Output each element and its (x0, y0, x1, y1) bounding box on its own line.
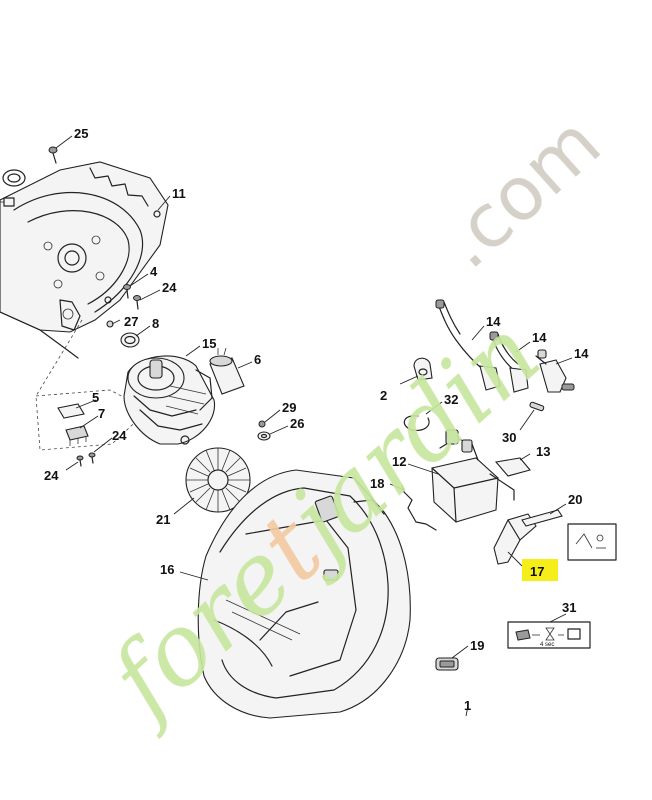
part-19-badge (435, 657, 459, 671)
callout-12: 12 (392, 454, 406, 469)
callout-19: 19 (470, 638, 484, 653)
callout-31: 31 (562, 600, 576, 615)
callout-20: 20 (568, 492, 582, 507)
part-24-screws-lower (76, 452, 96, 467)
callout-14-a: 14 (486, 314, 501, 329)
part-30-pin (529, 401, 545, 412)
part-14-plug-c (535, 349, 575, 393)
callout-24-left: 24 (44, 468, 59, 483)
part-14-harness-a (435, 299, 501, 391)
part-4-screw (123, 284, 131, 299)
callout-24-right: 24 (112, 428, 127, 443)
grommet-top-left (2, 169, 26, 187)
part-21-fan-impeller (185, 447, 251, 513)
part-25-screw (48, 146, 58, 164)
callout-32: 32 (444, 392, 458, 407)
part-14-harness-b (489, 331, 529, 393)
callout-5: 5 (92, 390, 99, 405)
callout-7: 7 (98, 406, 105, 421)
part-15-motor (123, 355, 216, 445)
callout-16: 16 (160, 562, 174, 577)
callout-11: 11 (172, 186, 186, 201)
part-32-clip-ring (403, 415, 430, 431)
part-17-lever (493, 513, 537, 565)
callout-14-b: 14 (532, 330, 547, 345)
part-16-main-shroud (197, 469, 411, 719)
part-12-control-box (431, 429, 515, 523)
screw-top-left (0, 197, 15, 207)
callout-17: 17 (530, 564, 544, 579)
callout-14-c: 14 (574, 346, 589, 361)
callout-27: 27 (124, 314, 138, 329)
part-26-washer (257, 431, 271, 441)
part-2-cable-clip (413, 357, 433, 381)
part-24-screw-upper (133, 295, 141, 310)
callout-24-upper: 24 (162, 280, 177, 295)
part-7-switch (65, 425, 89, 446)
part-13-cover (494, 457, 531, 477)
part-31-decal (507, 621, 591, 649)
callout-6: 6 (254, 352, 261, 367)
callout-8: 8 (152, 316, 159, 331)
assembly-dashed-lines (35, 389, 149, 451)
part-18-rod (401, 485, 437, 531)
decal-31-text: 4 sec (540, 642, 554, 648)
callout-29: 29 (282, 400, 296, 415)
part-20-strip (521, 509, 563, 527)
callout-2: 2 (380, 388, 387, 403)
callout-13: 13 (536, 444, 550, 459)
part-6-capacitor (209, 347, 245, 395)
callout-30: 30 (502, 430, 516, 445)
callout-26: 26 (290, 416, 304, 431)
leader-lines (55, 135, 573, 717)
callout-25: 25 (74, 126, 88, 141)
callout-1: 1 (464, 698, 471, 713)
callout-18: 18 (370, 476, 384, 491)
part-8-bushing (120, 332, 140, 348)
part-11-fan-housing (0, 161, 169, 359)
callout-15: 15 (202, 336, 216, 351)
callout-21: 21 (156, 512, 170, 527)
callout-4: 4 (150, 264, 158, 279)
callout-17-highlight (522, 559, 558, 581)
part-29-nut (258, 420, 266, 428)
safety-decal (567, 523, 617, 561)
watermark-domain: .com (424, 100, 616, 285)
callout-numbers: 25 11 4 24 27 8 15 6 5 7 24 24 29 26 2 1… (44, 126, 589, 713)
